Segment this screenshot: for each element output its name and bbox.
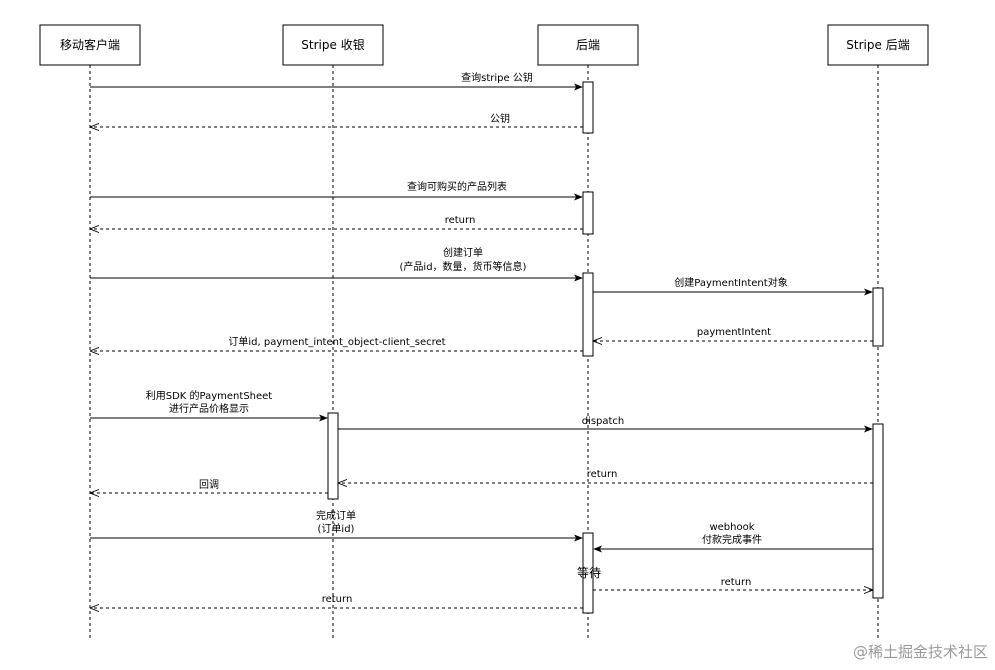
message-6: paymentIntent bbox=[594, 327, 873, 341]
message-label: return bbox=[445, 215, 476, 226]
message-7: 订单id, payment_intent_object-client_secre… bbox=[91, 336, 583, 351]
message-label: 查询stripe 公钥 bbox=[461, 71, 533, 84]
message-10: return bbox=[339, 469, 873, 483]
participant-backend[interactable]: 后端 bbox=[537, 24, 639, 66]
message-label: 完成订单 bbox=[316, 509, 356, 522]
message-label: 付款完成事件 bbox=[702, 533, 762, 546]
activation-backend-4 bbox=[582, 532, 594, 614]
message-2: 查询可购买的产品列表 bbox=[90, 180, 583, 201]
message-label: 查询可购买的产品列表 bbox=[407, 180, 507, 193]
message-label: (订单id) bbox=[318, 523, 355, 535]
participant-checkout[interactable]: Stripe 收银 bbox=[282, 24, 384, 66]
message-8: 利用SDK 的PaymentSheet 进行产品价格显示 bbox=[90, 389, 328, 422]
message-12: 完成订单 (订单id) bbox=[90, 509, 583, 542]
participant-label: Stripe 后端 bbox=[846, 38, 909, 52]
activation-checkout-1 bbox=[327, 412, 339, 500]
message-3: return bbox=[91, 215, 583, 229]
activation-backend-2 bbox=[582, 191, 594, 235]
message-label: 公钥 bbox=[490, 112, 510, 125]
message-label: return bbox=[587, 469, 618, 480]
participant-mobile[interactable]: 移动客户端 bbox=[39, 24, 141, 66]
message-5: 创建PaymentIntent对象 bbox=[593, 276, 873, 296]
message-label: 利用SDK 的PaymentSheet bbox=[146, 389, 273, 402]
message-label: return bbox=[322, 594, 353, 605]
message-label: (产品id，数量，货币等信息) bbox=[400, 260, 527, 273]
participant-label: Stripe 收银 bbox=[301, 38, 364, 52]
message-1: 公钥 bbox=[91, 112, 583, 127]
message-label: dispatch bbox=[582, 416, 625, 427]
message-label: 订单id, payment_intent_object-client_secre… bbox=[228, 336, 445, 348]
message-label: webhook bbox=[709, 522, 754, 533]
participant-label: 移动客户端 bbox=[60, 37, 120, 52]
participant-label: 后端 bbox=[576, 38, 600, 52]
activation-backend-3 bbox=[582, 272, 594, 357]
message-13: webhook 付款完成事件 bbox=[593, 522, 873, 553]
message-label: 创建订单 bbox=[443, 246, 483, 259]
note-wait: 等待 bbox=[577, 566, 601, 580]
message-4: 创建订单 (产品id，数量，货币等信息) bbox=[90, 246, 583, 282]
activation-stripe-backend-2 bbox=[872, 423, 884, 599]
message-label: return bbox=[721, 577, 752, 588]
message-15: return bbox=[91, 594, 583, 608]
message-9: dispatch bbox=[338, 416, 873, 433]
activation-stripe-backend-1 bbox=[872, 287, 884, 347]
lifelines bbox=[89, 65, 879, 640]
message-11: 回调 bbox=[91, 479, 328, 493]
message-label: paymentIntent bbox=[697, 327, 771, 338]
note-label: 等待 bbox=[577, 566, 601, 580]
activations bbox=[327, 81, 884, 614]
watermark: @稀土掘金技术社区 bbox=[853, 643, 988, 661]
message-label: 回调 bbox=[199, 479, 219, 491]
message-0: 查询stripe 公钥 bbox=[90, 71, 583, 91]
message-label: 进行产品价格显示 bbox=[169, 402, 249, 415]
participant-stripe-backend[interactable]: Stripe 后端 bbox=[827, 24, 929, 66]
message-label: 创建PaymentIntent对象 bbox=[674, 276, 787, 289]
message-14: return bbox=[593, 577, 872, 590]
activation-backend-1 bbox=[582, 81, 594, 134]
